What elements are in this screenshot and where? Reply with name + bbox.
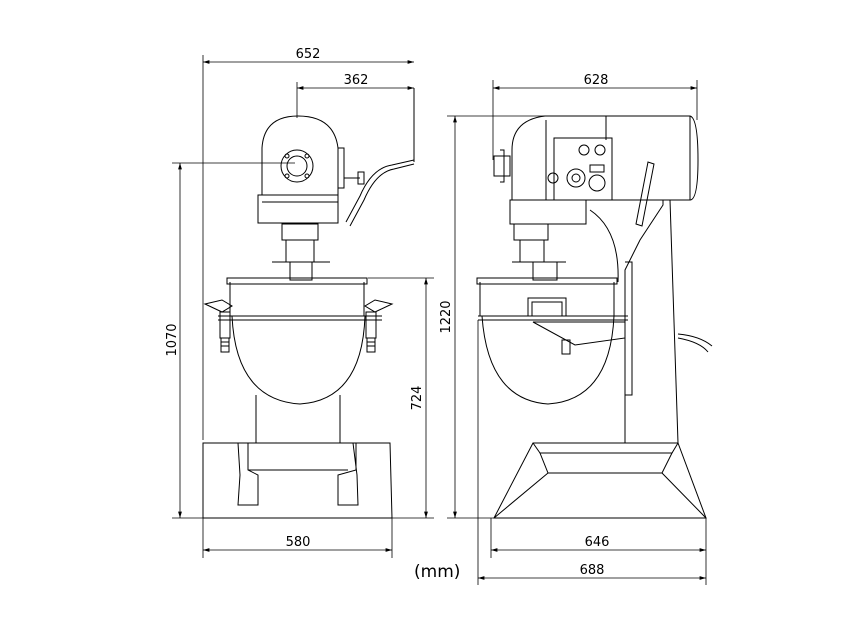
dim-1220: 1220 [439,300,454,333]
unit-label: (mm) [414,562,461,582]
dim-646: 646 [585,535,610,550]
side-view [476,115,713,519]
front-view [202,88,415,519]
dim-580: 580 [286,535,311,550]
dim-724: 724 [410,386,425,411]
dimension-lines [172,55,707,585]
dim-688: 688 [580,563,605,578]
dim-362: 362 [344,73,369,88]
dimension-labels: 652 362 1070 724 580 628 1220 646 688 [165,47,609,578]
dim-1070: 1070 [165,323,180,356]
dim-652: 652 [296,47,321,62]
dim-628: 628 [584,73,609,88]
